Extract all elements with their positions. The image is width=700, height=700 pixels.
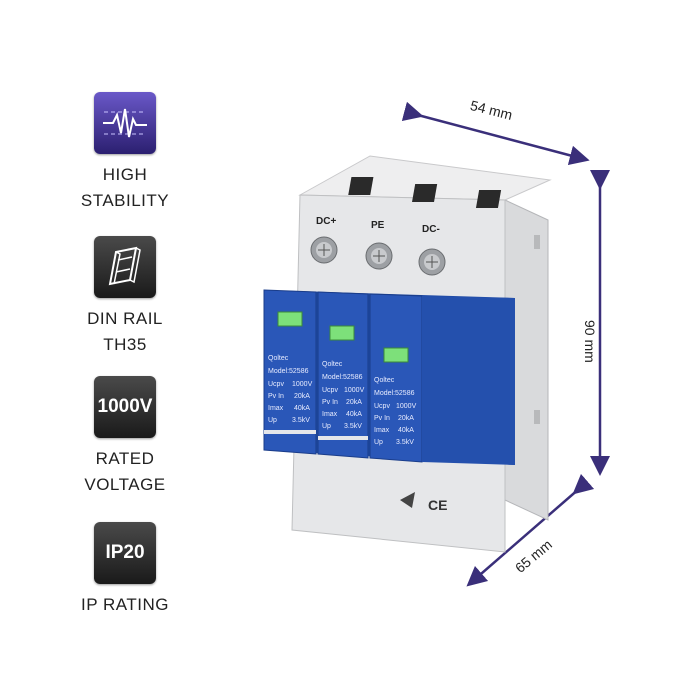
module-spec-value: 40kA (346, 411, 362, 418)
terminal-label: PE (371, 220, 385, 231)
module-spec: Up (374, 439, 383, 446)
module-model: Model:52586 (374, 390, 415, 397)
module-spec-value: 3.5kV (344, 423, 362, 430)
module-model: Model:52586 (268, 368, 309, 375)
protection-module: Qoltec Model:52586 Ucpv 1000V Pv In 20kA… (317, 291, 369, 459)
module-spec-value: 40kA (398, 427, 414, 434)
protection-module: Qoltec Model:52586 Ucpv 1000V Pv In 20kA… (263, 289, 317, 455)
module-spec-value: 3.5kV (396, 439, 414, 446)
feature-rated-voltage: 1000V RATED VOLTAGE (60, 376, 190, 498)
module-spec-value: 1000V (396, 403, 417, 410)
module-spec: Imax (268, 405, 284, 412)
module-spec: Imax (322, 411, 338, 418)
module-spec: Pv In (268, 393, 284, 400)
ce-mark: CE (428, 497, 447, 513)
ip-badge: IP20 (94, 522, 156, 584)
voltage-badge: 1000V (94, 376, 156, 438)
width-arrow (401, 101, 590, 166)
module-spec: Ucpv (374, 403, 390, 410)
module-spec: Ucpv (268, 381, 284, 388)
feature-label-line2: VOLTAGE (84, 475, 166, 494)
feature-label-line1: IP RATING (81, 595, 169, 614)
screw-icon (365, 242, 393, 270)
module-spec-value: 3.5kV (292, 417, 310, 424)
module-spec: Up (322, 423, 331, 430)
module-spec-value: 20kA (346, 399, 362, 406)
module-spec: Ucpv (322, 387, 338, 394)
feature-high-stability: HIGH STABILITY (60, 92, 190, 214)
surge-protector-device: DC+ PE DC- Qoltec Model:52586 Ucpv 1000V… (263, 155, 552, 553)
terminal-label: DC+ (316, 216, 336, 227)
voltage-badge-text: 1000V (97, 396, 153, 417)
module-spec-value: 1000V (292, 381, 313, 388)
feature-label-line2: STABILITY (80, 191, 170, 210)
module-brand: Qoltec (374, 377, 395, 384)
feature-ip-rating: IP20 IP RATING (60, 522, 190, 618)
feature-din-rail: DIN RAIL TH35 (60, 236, 190, 358)
warning-icon (400, 492, 415, 508)
din-rail-icon (94, 236, 156, 298)
feature-label-line2: TH35 (103, 335, 147, 354)
feature-label-line1: DIN RAIL (87, 309, 163, 328)
module-spec: Pv In (374, 415, 390, 422)
depth-arrow (466, 473, 595, 587)
protection-module: Qoltec Model:52586 Ucpv 1000V Pv In 20kA… (369, 293, 423, 463)
ip-badge-text: IP20 (105, 542, 145, 563)
module-spec-value: 20kA (294, 393, 310, 400)
height-dimension-label: 90 mm (582, 320, 598, 363)
feature-label-line1: HIGH (102, 165, 148, 184)
module-spec: Imax (374, 427, 390, 434)
screw-icon (310, 236, 338, 264)
module-brand: Qoltec (268, 355, 289, 362)
module-spec: Pv In (322, 399, 338, 406)
module-spec-value: 1000V (344, 387, 365, 394)
screw-icon (418, 248, 446, 276)
terminal-label: DC- (422, 224, 440, 235)
module-brand: Qoltec (322, 361, 343, 368)
heartbeat-stability-icon (94, 92, 156, 154)
module-spec: Up (268, 417, 277, 424)
module-spec-value: 20kA (398, 415, 414, 422)
feature-label-line1: RATED (95, 449, 155, 468)
module-model: Model:52586 (322, 374, 363, 381)
module-spec-value: 40kA (294, 405, 310, 412)
